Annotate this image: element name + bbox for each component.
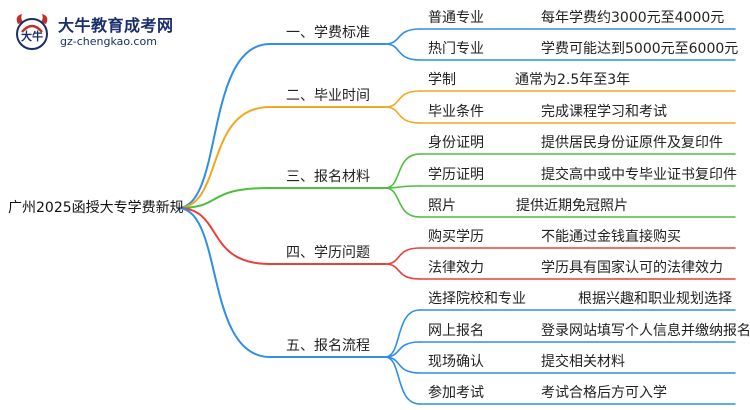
branch-to-child-connector [384,356,421,405]
root-to-branch-connector [177,187,271,209]
root-to-branch-connector [177,106,271,209]
branch-graduation-time: 二、毕业时间 [286,88,370,104]
node-choose-school-detail: 根据兴趣和职业规划选择 [578,291,732,307]
branch-to-child-connector [384,43,421,61]
bull-logo-icon: 大牛 [16,14,48,50]
logo-mark-text: 大牛 [21,29,43,43]
node-study-length: 学制 [428,72,456,88]
branch-application-materials: 三、报名材料 [286,169,370,185]
node-education-proof-detail: 提交高中或中专毕业证书复印件 [541,167,737,183]
branch-to-child-connector [384,247,421,265]
branch-to-child-connector [384,28,421,45]
node-onsite-confirmation: 现场确认 [428,354,484,370]
node-photo: 照片 [428,198,456,214]
logo-url: gz-chengkao.com [60,35,157,48]
node-legal-validity-detail: 学历具有国家认可的法律效力 [541,260,723,276]
root-to-branch-connector [177,43,271,209]
node-popular-major: 热门专业 [428,41,484,57]
node-buy-degree: 购买学历 [428,229,484,245]
branch-to-child-connector [384,187,421,218]
branch-to-child-connector [384,153,421,189]
node-choose-school: 选择院校和专业 [428,291,526,307]
branch-to-child-connector [384,309,421,358]
logo-title: 大牛教育成考网 [58,16,174,35]
node-graduation-conditions: 毕业条件 [428,104,484,120]
node-popular-major-detail: 学费可能达到5000元至6000元 [541,41,739,57]
node-online-registration-detail: 登录网站填写个人信息并缴纳报名费 [541,323,750,339]
branch-application-process: 五、报名流程 [286,338,370,354]
root-to-branch-connector [177,207,271,358]
node-legal-validity: 法律效力 [428,260,484,276]
node-buy-degree-detail: 不能通过金钱直接购买 [541,229,681,245]
branch-to-child-connector [384,106,421,124]
node-online-registration: 网上报名 [428,323,484,339]
node-graduation-conditions-detail: 完成课程学习和考试 [541,104,667,120]
node-regular-major: 普通专业 [428,10,484,26]
node-education-proof: 学历证明 [428,167,484,183]
site-logo[interactable]: 大牛 大牛教育成考网 gz-chengkao.com [10,10,185,58]
root-topic: 广州2025函授大专学费新规 [8,200,184,216]
root-to-branch-connector [177,207,271,265]
node-id-proof-detail: 提供居民身份证原件及复印件 [541,135,723,151]
node-onsite-confirmation-detail: 提交相关材料 [541,354,625,370]
branch-to-child-connector [384,263,421,280]
branch-fee-standard: 一、学费标准 [286,25,370,41]
node-take-exam: 参加考试 [428,385,484,401]
node-id-proof: 身份证明 [428,135,484,151]
branch-degree-issues: 四、学历问题 [286,245,370,261]
branch-to-child-connector [384,90,421,108]
node-take-exam-detail: 考试合格后方可入学 [541,385,667,401]
node-study-length-detail: 通常为2.5年至3年 [515,72,631,88]
node-photo-detail: 提供近期免冠照片 [516,198,628,214]
node-regular-major-detail: 每年学费约3000元至4000元 [541,10,725,26]
